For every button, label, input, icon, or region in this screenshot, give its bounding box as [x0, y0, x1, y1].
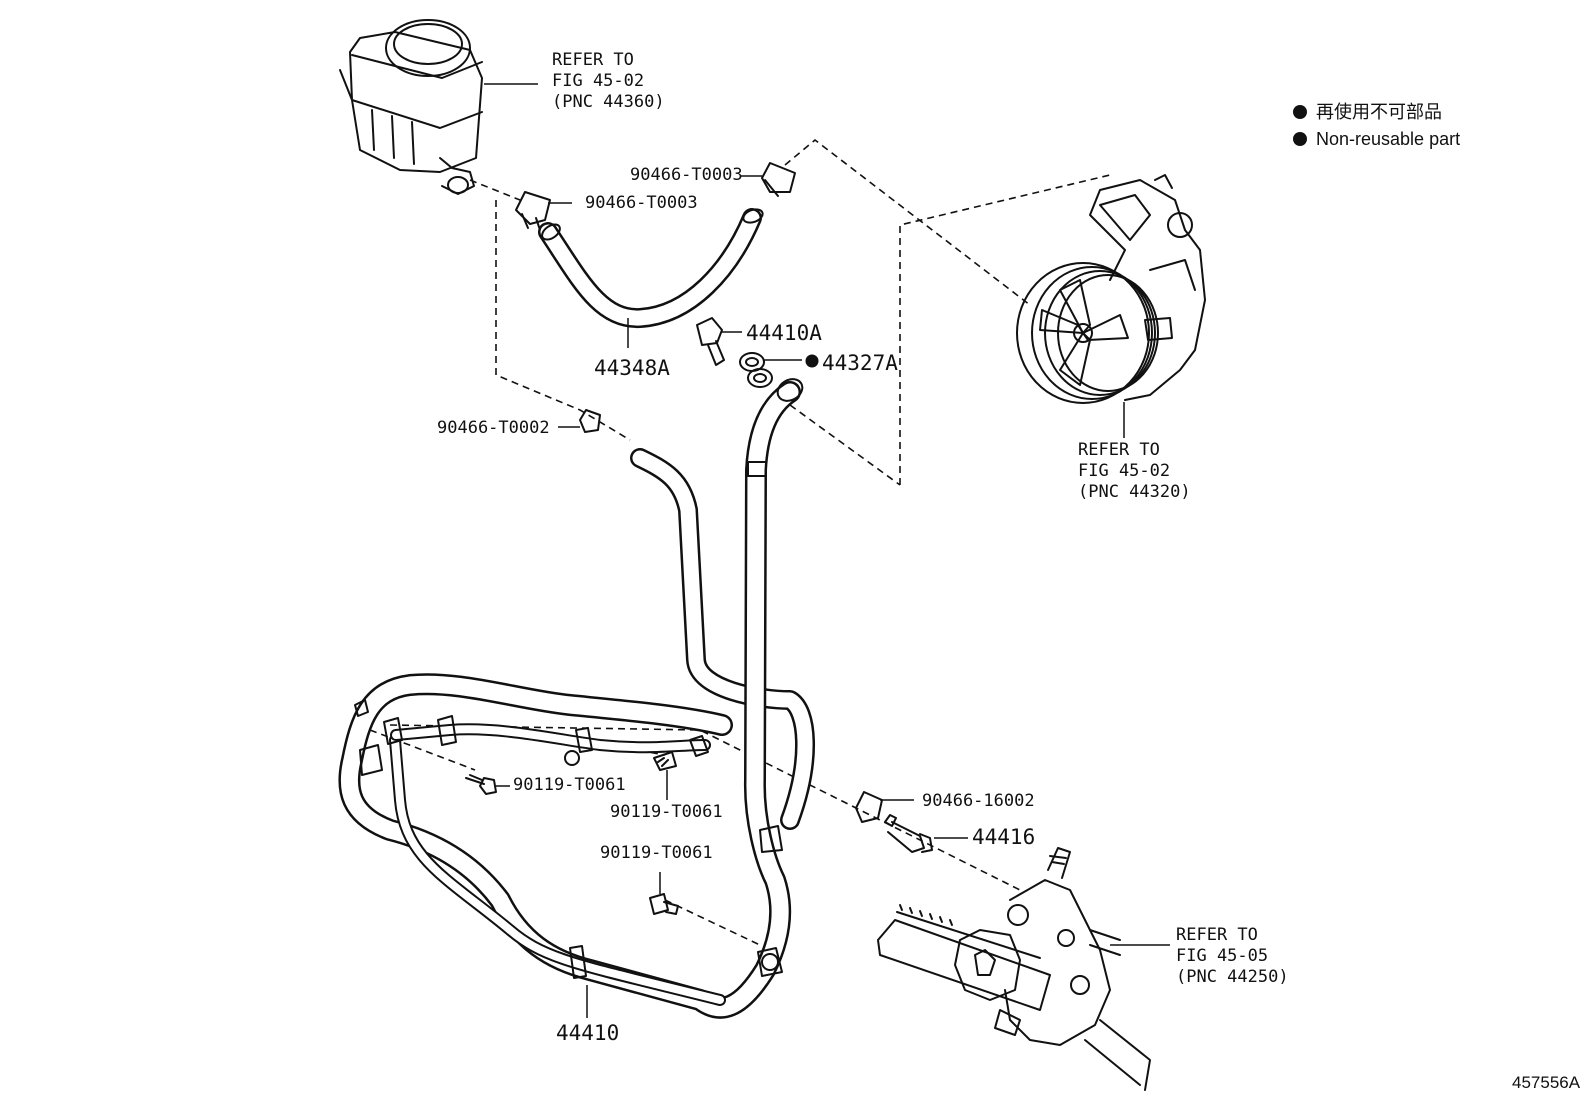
legend: 再使用不可部品 Non-reusable part: [1293, 102, 1460, 149]
return-hose-upper: [538, 208, 764, 348]
clamp-lower: [855, 791, 914, 823]
legend-dot-en: [1293, 132, 1307, 146]
ref-gear: REFER TO FIG 45-05 (PNC 44250): [1176, 925, 1289, 987]
ref-reservoir-line-2: FIG 45-02: [552, 71, 644, 91]
label-clamp-mid: 90466-T0002: [437, 418, 550, 438]
ref-gear-line-3: (PNC 44250): [1176, 967, 1289, 987]
reservoir-tank: [339, 19, 538, 195]
label-bolt-a: 90119-T0061: [513, 775, 626, 795]
legend-text-jp: 再使用不可部品: [1316, 102, 1442, 122]
label-gasket: 44327A: [822, 351, 898, 375]
union-44416: [884, 814, 968, 853]
bolt-a: [465, 774, 510, 795]
legend-dot-jp: [1293, 105, 1307, 119]
label-clamp-top-left: 90466-T0003: [585, 193, 698, 213]
label-bolt-c: 90119-T0061: [600, 843, 713, 863]
label-pressure-tube: 44410: [556, 1021, 619, 1045]
ref-pump: REFER TO FIG 45-02 (PNC 44320): [1078, 440, 1191, 502]
ref-pump-line-2: FIG 45-02: [1078, 461, 1170, 481]
clamp-top-right: [740, 162, 796, 197]
bolt-c: [649, 872, 679, 915]
label-union-bolt: 44410A: [746, 321, 822, 345]
ref-reservoir-line-3: (PNC 44360): [552, 92, 665, 112]
pressure-tube-assembly: [338, 378, 804, 1019]
legend-text-en: Non-reusable part: [1316, 129, 1460, 149]
power-steering-pump: [1016, 174, 1206, 438]
ref-reservoir: REFER TO FIG 45-02 (PNC 44360): [552, 50, 665, 112]
ref-gear-line-1: REFER TO: [1176, 925, 1258, 945]
ref-reservoir-line-1: REFER TO: [552, 50, 634, 70]
clamp-mid: [558, 409, 601, 433]
ref-gear-line-2: FIG 45-05: [1176, 946, 1268, 966]
label-return-hose-upper: 44348A: [594, 356, 670, 380]
label-bolt-b: 90119-T0061: [610, 802, 723, 822]
label-union: 44416: [972, 825, 1035, 849]
illustration-id: 457556A: [1512, 1073, 1581, 1092]
ref-pump-line-1: REFER TO: [1078, 440, 1160, 460]
label-clamp-top-right: 90466-T0003: [630, 165, 743, 185]
bolt-b: [653, 751, 677, 800]
return-hose-long: [630, 448, 815, 830]
gasket: [739, 352, 819, 388]
label-clamp-lower: 90466-16002: [922, 791, 1035, 811]
non-reusable-dot-gasket: [805, 354, 819, 368]
ref-pump-line-3: (PNC 44320): [1078, 482, 1191, 502]
union-bolt: [696, 317, 742, 366]
steering-gear: [877, 847, 1170, 1091]
